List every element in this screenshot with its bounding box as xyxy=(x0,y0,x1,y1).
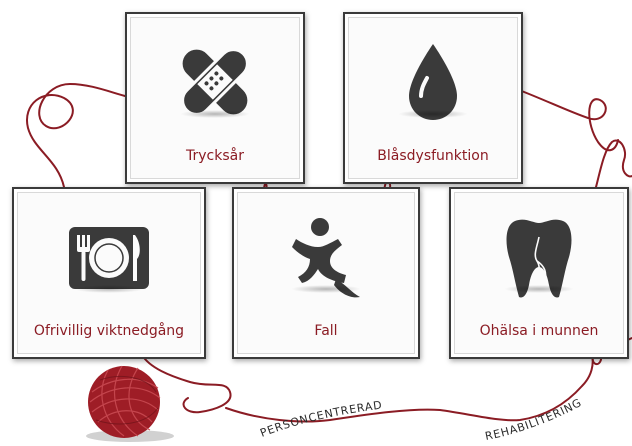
card-fall[interactable]: Fall xyxy=(232,187,420,359)
card-label: Fall xyxy=(234,323,418,339)
card-ofrivillig-viktnedgang[interactable]: Ofrivillig viktnedgång xyxy=(12,187,206,359)
yarn-ball-icon xyxy=(86,366,174,442)
card-label: Ohälsa i munnen xyxy=(451,323,627,339)
card-label: Ofrivillig viktnedgång xyxy=(14,323,204,339)
card-label: Blåsdysfunktion xyxy=(345,148,521,164)
card-label: Trycksår xyxy=(127,148,303,164)
card-ohalsa-i-munnen[interactable]: Ohälsa i munnen xyxy=(449,187,629,359)
card-trycksar[interactable]: Trycksår xyxy=(125,12,305,184)
card-blasdysfunktion[interactable]: Blåsdysfunktion xyxy=(343,12,523,184)
